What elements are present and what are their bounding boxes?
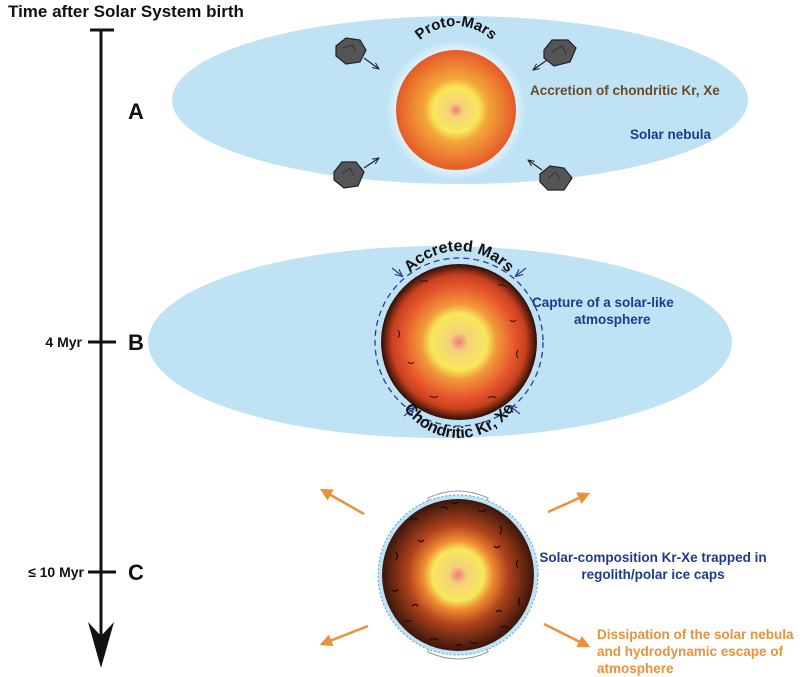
timeline-axis (88, 28, 116, 668)
dissipation-line-1: Dissipation of the solar nebula (597, 627, 794, 642)
trapped-line-1: Solar-composition Kr-Xe trapped in (539, 550, 767, 565)
trapped-annotation: Solar-composition Kr-Xe trapped in regol… (538, 549, 768, 583)
arrow-icon (543, 622, 591, 648)
timeline-title: Time after Solar System birth (8, 2, 244, 21)
arrow-icon (547, 492, 591, 514)
arrow-icon (319, 488, 365, 516)
time-label-4myr: 4 Myr (45, 334, 82, 350)
stage-c-label: C (128, 560, 144, 585)
stage-a-label: A (128, 99, 144, 124)
planetesimal-rock-icon (333, 161, 365, 189)
solar-nebula-annotation: Solar nebula (630, 127, 712, 142)
planet-c-texture (391, 501, 521, 647)
escape-arrows (319, 488, 591, 648)
arrow-icon (391, 267, 527, 417)
mars-regolith-planet (382, 499, 534, 651)
trapped-line-2: regolith/polar ice caps (581, 567, 725, 582)
capture-line-1: Capture of a solar-like (532, 295, 674, 310)
planet-b-texture (397, 279, 519, 399)
dissipation-annotation: Dissipation of the solar nebula and hydr… (597, 626, 794, 677)
accretion-annotation: Accretion of chondritic Kr, Xe (530, 83, 720, 98)
capture-annotation: Capture of a solar-like atmosphere (532, 294, 674, 328)
proto-mars-planet (396, 50, 516, 170)
captured-atmosphere-ring (374, 257, 544, 427)
planetesimal-rock-icon (335, 37, 367, 65)
dissipation-line-2: and hydrodynamic escape of (597, 644, 784, 659)
planetesimal-rock-icon (543, 39, 577, 67)
arrow-icon (319, 624, 369, 647)
time-label-10myr: ≤ 10 Myr (28, 564, 84, 580)
capture-line-2: atmosphere (574, 312, 651, 327)
dissipation-line-3: atmosphere (597, 661, 674, 676)
stage-b-label: B (128, 330, 144, 355)
accreted-mars-planet (381, 264, 537, 420)
planetesimal-rock-icon (539, 165, 573, 191)
arrow-icon (363, 57, 548, 171)
